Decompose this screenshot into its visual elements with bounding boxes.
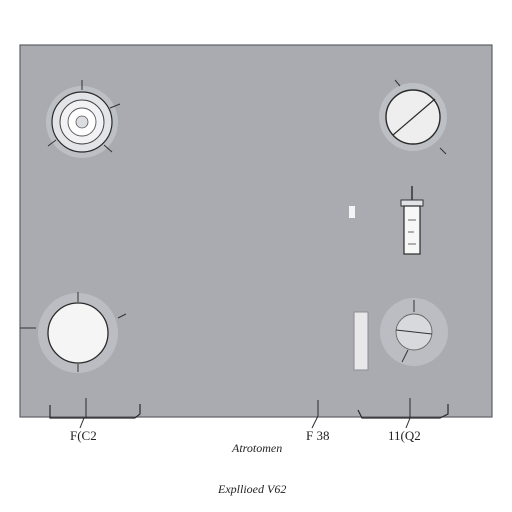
top-right-burner-icon: [379, 79, 447, 155]
right-figure-label: 11(Q2: [388, 428, 421, 443]
bottom-left-burner-icon: [20, 292, 127, 373]
left-bracket: [49, 398, 141, 429]
vertical-gauge-icon: [400, 186, 424, 255]
vertical-slot-icon: [353, 311, 369, 371]
center-leader: [311, 400, 319, 429]
center-figure-label: F 38: [306, 428, 330, 443]
right-bracket: [357, 398, 449, 429]
bottom-right-burner-icon: [380, 298, 448, 366]
reflection-mark: [349, 206, 355, 218]
top-left-burner-icon: [46, 80, 121, 158]
bottom-caption: Expllioed V62: [218, 482, 287, 496]
center-caption: Atrotomen: [232, 441, 283, 455]
left-figure-label: F(C2: [70, 428, 97, 443]
